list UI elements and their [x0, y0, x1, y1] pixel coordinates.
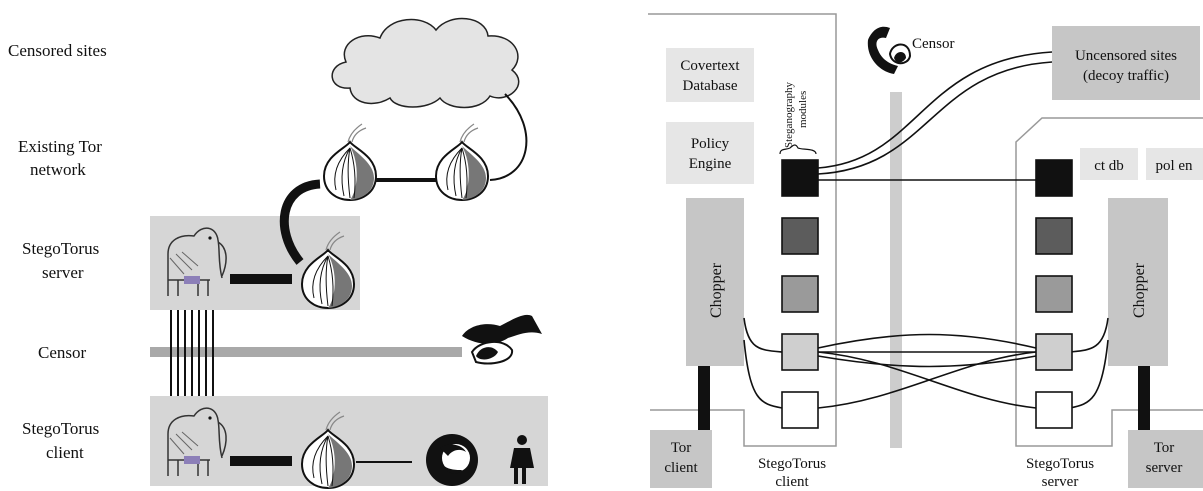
- covertext-line2: Database: [683, 78, 738, 94]
- steg-label-line2: modules: [797, 91, 809, 128]
- label-client-line2: client: [46, 443, 84, 462]
- pol-en-box: [1146, 148, 1203, 180]
- client-boundary: [648, 13, 837, 447]
- client-module-3: [781, 275, 819, 313]
- tor-client-line2: client: [664, 460, 698, 476]
- censor-label: Censor: [912, 36, 955, 52]
- steg-label-line1: Steganography: [783, 82, 795, 148]
- policy-line1: Policy: [691, 136, 730, 152]
- server-module-5: [1035, 391, 1073, 429]
- tor-server-line2: server: [1146, 460, 1183, 476]
- server-tor-link: [279, 179, 321, 265]
- chopper-client-label: Chopper: [708, 262, 725, 318]
- chopper-server-label: Chopper: [1131, 262, 1148, 318]
- steg-brace: [779, 144, 817, 155]
- covertext-db-box: [666, 48, 754, 102]
- server-module-1: [1035, 159, 1073, 197]
- onion-icon: [435, 123, 489, 201]
- label-server-line2: server: [42, 263, 84, 282]
- onion-icon: [323, 123, 377, 201]
- tor-server-box: [1128, 430, 1203, 488]
- server-boundary: [1015, 117, 1203, 447]
- censor-bar: [150, 347, 462, 357]
- label-client-line1: StegoTorus: [22, 419, 99, 438]
- client-module-5: [781, 391, 819, 429]
- ct-db-box: [1080, 148, 1138, 180]
- policy-engine-box: [666, 122, 754, 184]
- tunnel-lines: [170, 310, 214, 396]
- tor-client-line1: Tor: [671, 440, 692, 456]
- server-module-3: [1035, 275, 1073, 313]
- firefox-icon: [426, 434, 478, 486]
- server-steg-modules: [1035, 159, 1073, 429]
- st-client-line1: StegoTorus: [758, 456, 826, 472]
- st-server-line2: server: [1042, 474, 1079, 490]
- client-module-1: [781, 159, 819, 197]
- label-server-line1: StegoTorus: [22, 239, 99, 258]
- person-icon: [510, 435, 534, 484]
- wires: [743, 51, 1109, 409]
- uncensored-sites-box: [1052, 26, 1200, 100]
- label-tor-network-line2: network: [30, 160, 86, 179]
- server-module-4: [1035, 333, 1073, 371]
- client-chopper-tor-link: [698, 366, 710, 430]
- pol-en-label: pol en: [1155, 158, 1193, 174]
- tor-client-box: [650, 430, 712, 488]
- server-chopper-tor-link: [1138, 366, 1150, 430]
- uncensored-line1: Uncensored sites: [1075, 48, 1177, 64]
- label-tor-network-line1: Existing Tor: [18, 137, 102, 156]
- server-link-bar: [230, 274, 292, 284]
- label-censor: Censor: [38, 343, 87, 362]
- hand-icon: [462, 314, 542, 344]
- chopper-client: [686, 198, 744, 366]
- server-module-2: [1035, 217, 1073, 255]
- st-client-line2: client: [775, 474, 809, 490]
- uncensored-line2: (decoy traffic): [1083, 68, 1169, 84]
- label-censored-sites: Censored sites: [8, 41, 107, 60]
- policy-line2: Engine: [689, 156, 732, 172]
- censor-bar: [890, 92, 902, 448]
- client-module-4: [781, 333, 819, 371]
- cloud-icon: [331, 17, 520, 109]
- client-steg-modules: [781, 159, 819, 429]
- left-panel: Censored sites Existing Tor network Steg…: [8, 17, 548, 489]
- st-server-line1: StegoTorus: [1026, 456, 1094, 472]
- client-link-bar: [230, 456, 292, 466]
- cloud-link: [489, 93, 528, 181]
- right-panel: Covertext Database Policy Engine Stegano…: [648, 13, 1203, 490]
- hand-icon: [867, 26, 898, 74]
- chopper-server: [1108, 198, 1168, 366]
- client-module-2: [781, 217, 819, 255]
- covertext-line1: Covertext: [680, 58, 740, 74]
- tor-server-line1: Tor: [1154, 440, 1175, 456]
- ct-db-label: ct db: [1094, 158, 1124, 174]
